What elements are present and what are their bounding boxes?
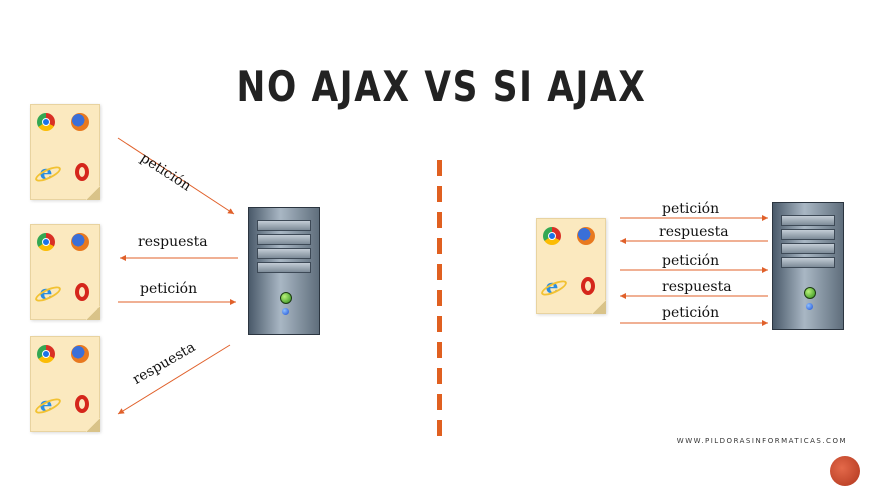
page-fold	[86, 306, 100, 320]
ie-icon: e	[37, 282, 55, 302]
browser-card: e	[30, 224, 100, 320]
opera-icon	[75, 283, 89, 301]
label-peticion: petición	[662, 201, 720, 217]
brand-logo	[830, 456, 860, 486]
opera-icon	[75, 163, 89, 181]
firefox-icon	[577, 227, 595, 245]
label-respuesta: respuesta	[138, 234, 208, 250]
power-led	[804, 287, 816, 299]
chrome-icon	[543, 227, 561, 245]
chrome-icon	[37, 113, 55, 131]
slide-title: NO AJAX VS SI AJAX	[236, 62, 647, 111]
arrows-layer	[117, 137, 768, 415]
page-fold	[86, 418, 100, 432]
browser-card: e	[536, 218, 606, 314]
page-fold	[86, 186, 100, 200]
ie-icon: e	[37, 394, 55, 414]
request-arrow	[117, 137, 235, 215]
label-peticion: petición	[662, 305, 720, 321]
section-divider	[437, 160, 442, 445]
chrome-icon	[37, 345, 55, 363]
opera-icon	[581, 277, 595, 295]
watermark: WWW.PILDORASINFORMATICAS.COM	[676, 437, 847, 445]
firefox-icon	[71, 345, 89, 363]
firefox-icon	[71, 233, 89, 251]
browser-card: e	[30, 104, 100, 200]
label-peticion: petición	[140, 281, 198, 297]
label-respuesta: respuesta	[662, 279, 732, 295]
firefox-icon	[71, 113, 89, 131]
status-led	[282, 308, 289, 315]
label-peticion: petición	[662, 253, 720, 269]
label-respuesta: respuesta	[659, 224, 729, 240]
page-fold	[592, 300, 606, 314]
power-led	[280, 292, 292, 304]
chrome-icon	[37, 233, 55, 251]
ie-icon: e	[37, 162, 55, 182]
response-arrow	[117, 344, 231, 415]
browser-card: e	[30, 336, 100, 432]
status-led	[806, 303, 813, 310]
opera-icon	[75, 395, 89, 413]
server-icon	[772, 202, 844, 330]
ie-icon: e	[543, 276, 561, 296]
server-icon	[248, 207, 320, 335]
